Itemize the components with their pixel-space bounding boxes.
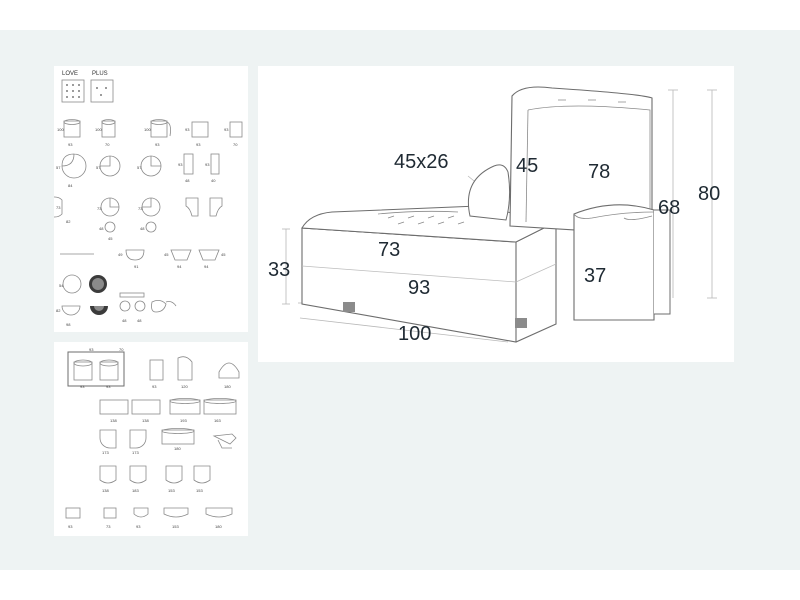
r1a-height: 100 (57, 127, 64, 132)
d3-label: 193 (180, 418, 187, 423)
r7a-width: 98 (66, 322, 71, 327)
config-row-2: 138 138 193 163 (99, 398, 237, 423)
config-row-3: 173 173 180 (99, 428, 237, 455)
r2d-width: 48 (185, 178, 190, 183)
b2-label: 93 (106, 384, 111, 389)
r6a-height: 54 (59, 283, 64, 288)
module-catalog-panel: LOVE PLUS 93 100 70 100 93 100 (54, 66, 248, 332)
love-module-icon (61, 79, 85, 103)
d4-label: 163 (214, 418, 221, 423)
backrest (509, 86, 653, 231)
e1-label: 173 (102, 450, 109, 455)
b1-label: 93 (80, 384, 85, 389)
r1a-width: 93 (68, 142, 73, 147)
dim-seat-depth: 93 (408, 277, 430, 299)
catalog-row-5: 91 49 94 45 94 45 (118, 249, 226, 269)
r1c-height: 100 (144, 127, 151, 132)
e3-label: 180 (174, 446, 181, 451)
module-catalog-drawing: LOVE PLUS 93 100 70 100 93 100 (54, 71, 243, 327)
r5a-width: 91 (134, 264, 139, 269)
r1e-width: 70 (233, 142, 238, 147)
r2d-height: 93 (178, 162, 183, 167)
r5c-width: 94 (204, 264, 209, 269)
c1-label: 93 (152, 384, 157, 389)
catalog-row-4: 45 48 48 (99, 221, 157, 241)
r8a-width: 48 (122, 318, 127, 323)
catalog-row-8: 48 48 (119, 292, 177, 323)
side-block (573, 204, 671, 321)
f4-label: 153 (196, 488, 203, 493)
dim-back-height: 78 (588, 161, 610, 183)
r5c-height: 45 (221, 252, 226, 257)
r3b-height: 73 (97, 206, 102, 211)
r4b-height: 48 (140, 226, 145, 231)
r2a-width: 84 (68, 183, 73, 188)
r2b-height: 57 (96, 165, 101, 170)
r5b-height: 45 (164, 252, 169, 257)
r1e-height: 93 (224, 127, 229, 132)
e2-label: 173 (132, 450, 139, 455)
r1d-width: 93 (196, 142, 201, 147)
dim-total-width: 100 (398, 323, 431, 345)
f1-label: 138 (102, 488, 109, 493)
r2e-height: 93 (205, 162, 210, 167)
r3c-height: 73 (138, 206, 143, 211)
dim-seat-depth-inner: 73 (378, 239, 400, 261)
g4-label: 153 (172, 524, 179, 529)
plus-label: PLUS (92, 71, 108, 77)
catalog-row-2: 84 57 57 57 48 93 40 93 (56, 153, 220, 188)
dim-back-pad: 45 (516, 155, 538, 177)
config-row-1: 93 70 93 93 93 120 180 (67, 347, 240, 389)
r2e-width: 40 (211, 178, 216, 183)
r1b-height: 100 (95, 127, 102, 132)
catalog-row-6: 54 (59, 274, 107, 294)
catalog-row-7: 98 82 (56, 305, 108, 327)
f3-label: 153 (168, 488, 175, 493)
config-row-4: 138 183 153 153 (99, 465, 211, 493)
c2-label: 120 (181, 384, 188, 389)
dim-cushion-depth: 45x26 (394, 151, 449, 173)
r3a-width: 82 (66, 219, 71, 224)
r2c-height: 57 (137, 165, 142, 170)
t1-label: 93 (89, 347, 94, 352)
configuration-catalog-panel: 93 70 93 93 93 120 180 138 138 193 163 1… (54, 342, 248, 536)
r8b-width: 48 (137, 318, 142, 323)
configuration-catalog-drawing: 93 70 93 93 93 120 180 138 138 193 163 1… (65, 347, 240, 529)
config-row-5: 93 73 93 153 180 (65, 507, 233, 529)
dim-arm-height: 37 (584, 265, 606, 287)
r1b-width: 70 (105, 142, 110, 147)
catalog-row-1: 93 100 70 100 93 100 93 93 70 93 (57, 119, 243, 147)
r1d-height: 93 (185, 127, 190, 132)
r4a-width: 45 (108, 236, 113, 241)
g2-label: 73 (106, 524, 111, 529)
dim-seat-total-height: 68 (658, 197, 680, 219)
g3-label: 93 (136, 524, 141, 529)
love-label: LOVE (62, 71, 78, 77)
chaise-technical-drawing: 45x26 45 78 68 80 33 73 93 37 100 (268, 86, 720, 345)
d2-label: 138 (142, 418, 149, 423)
chaise-technical-drawing-panel: 45x26 45 78 68 80 33 73 93 37 100 (258, 66, 734, 362)
dim-seat-base-height: 33 (268, 259, 290, 281)
f2-label: 183 (132, 488, 139, 493)
r3a-height: 73 (56, 205, 61, 210)
r1c-width: 93 (155, 142, 160, 147)
r5a-height: 49 (118, 252, 123, 257)
t2-label: 70 (119, 347, 124, 352)
catalog-row-3: 82 73 73 73 (54, 196, 223, 224)
r5b-width: 94 (177, 264, 182, 269)
r4a-height: 48 (99, 226, 104, 231)
r7a-height: 82 (56, 308, 61, 313)
r2a-height: 57 (56, 165, 61, 170)
g5-label: 180 (215, 524, 222, 529)
front-right-foot (515, 318, 527, 328)
g1-label: 93 (68, 524, 73, 529)
front-left-foot (343, 302, 355, 312)
plus-module-icon (90, 79, 114, 103)
lumbar-cushion (467, 164, 511, 221)
dim-total-height: 80 (698, 183, 720, 205)
c3-label: 180 (224, 384, 231, 389)
d1-label: 138 (110, 418, 117, 423)
